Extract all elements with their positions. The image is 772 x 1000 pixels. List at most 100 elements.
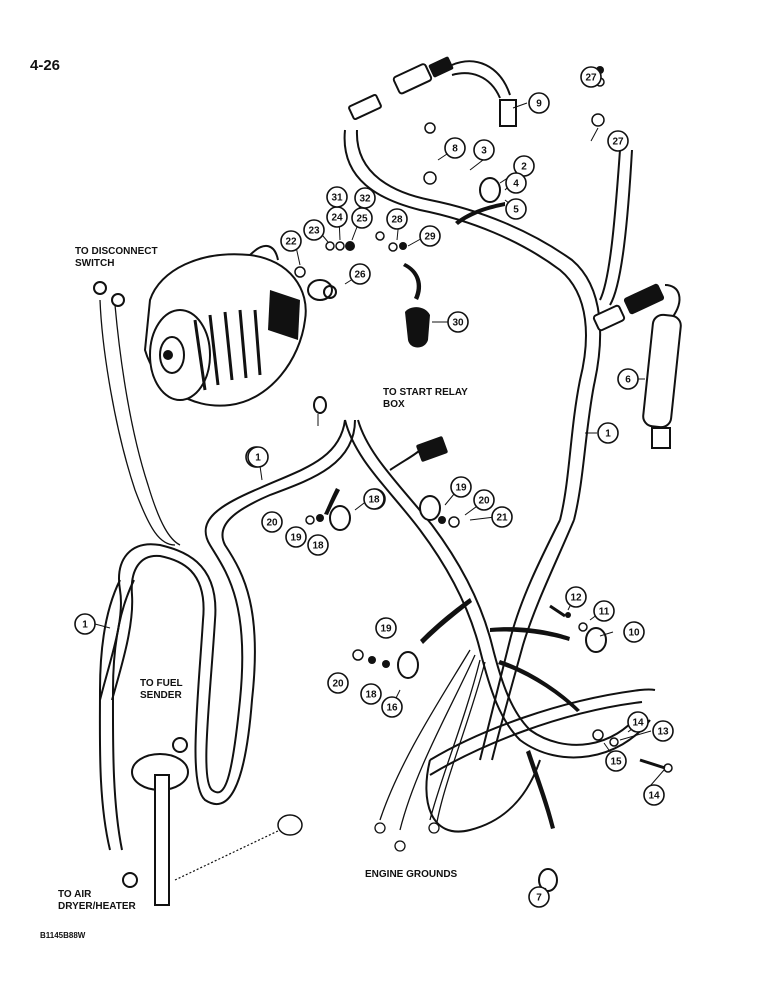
callout-circle: [652, 720, 674, 742]
callout-circle: [597, 422, 619, 444]
callout-circle: [386, 208, 408, 230]
callout-circle: [360, 683, 382, 705]
clamps: [307, 177, 607, 892]
callout-circle: [247, 446, 269, 468]
callouts: 1234567891011121314151617181920212223242…: [74, 66, 674, 908]
callout-circle: [505, 172, 527, 194]
callout-7: 7: [528, 886, 550, 908]
callout-3: 3: [473, 139, 495, 161]
callout-23: 23: [303, 219, 325, 241]
svg-text:TO FUEL: TO FUEL: [140, 678, 183, 689]
svg-text:DRYER/HEATER: DRYER/HEATER: [58, 901, 137, 912]
svg-text:SWITCH: SWITCH: [75, 258, 114, 269]
callout-1: 1: [597, 422, 619, 444]
callout-number: 23: [308, 226, 320, 237]
callout-number: 29: [424, 232, 436, 243]
callout-number: 22: [285, 237, 297, 248]
callout-6: 6: [617, 368, 639, 390]
callout-1: 1: [74, 613, 96, 635]
callout-8: 8: [444, 137, 466, 159]
callout-number: 30: [452, 318, 464, 329]
callout-28: 28: [386, 208, 408, 230]
callout-circle: [327, 672, 349, 694]
callout-number: 9: [536, 99, 542, 110]
alternator: [143, 245, 307, 407]
callout-12: 12: [565, 586, 587, 608]
callout-circle: [605, 750, 627, 772]
callout-26: 26: [349, 263, 371, 285]
callout-circle: [307, 534, 329, 556]
leader-swooshes: [324, 202, 580, 829]
figure-id: B1145B88W: [40, 931, 86, 940]
callout-15: 15: [605, 750, 627, 772]
connector-right: [592, 283, 681, 332]
callout-number: 27: [612, 137, 624, 148]
main-harness: [98, 129, 656, 851]
callout-24: 24: [326, 206, 348, 228]
callout-number: 18: [365, 690, 377, 701]
callout-circle: [326, 186, 348, 208]
callout-circle: [643, 784, 665, 806]
callout-16: 16: [381, 696, 403, 718]
callout-number: 14: [648, 791, 660, 802]
label-disconnect: TO DISCONNECT SWITCH: [75, 246, 158, 269]
callout-30: 30: [447, 311, 469, 333]
callout-number: 5: [513, 205, 519, 216]
callout-circle: [623, 621, 645, 643]
callout-number: 25: [356, 214, 368, 225]
callout-circle: [593, 600, 615, 622]
callout-circle: [419, 225, 441, 247]
callout-circle: [447, 311, 469, 333]
callout-19: 19: [375, 617, 397, 639]
callout-20: 20: [327, 672, 349, 694]
hardware: [93, 66, 673, 773]
callout-number: 6: [625, 375, 631, 386]
callout-13: 13: [652, 720, 674, 742]
callout-20: 20: [261, 511, 283, 533]
callout-number: 3: [481, 146, 487, 157]
callout-circle: [444, 137, 466, 159]
resistor-6: [642, 313, 682, 449]
callout-number: 27: [585, 73, 597, 84]
callout-22: 22: [280, 230, 302, 252]
start-relay-connector: [389, 436, 448, 471]
callout-number: 19: [290, 533, 302, 544]
callout-circle: [363, 488, 385, 510]
callout-circle: [627, 711, 649, 733]
callout-circle: [450, 476, 472, 498]
callout-number: 32: [359, 194, 371, 205]
svg-text:BOX: BOX: [383, 399, 405, 410]
callout-number: 20: [478, 496, 490, 507]
callout-number: 19: [455, 483, 467, 494]
callout-20: 20: [473, 489, 495, 511]
label-air-dryer: TO AIR DRYER/HEATER: [58, 889, 137, 912]
callout-number: 1: [605, 429, 611, 440]
callout-14: 14: [627, 711, 649, 733]
callout-number: 8: [452, 144, 458, 155]
svg-text:TO DISCONNECT: TO DISCONNECT: [75, 246, 158, 257]
callout-number: 21: [496, 513, 508, 524]
callout-number: 26: [354, 270, 366, 281]
callout-18: 18: [363, 488, 385, 510]
callout-18: 18: [307, 534, 329, 556]
callout-27: 27: [607, 130, 629, 152]
callout-number: 1: [255, 453, 261, 464]
callout-19: 19: [450, 476, 472, 498]
callout-circle: [473, 489, 495, 511]
callout-1: 1: [247, 446, 269, 468]
callout-number: 28: [391, 215, 403, 226]
callout-circle: [505, 198, 527, 220]
callout-32: 32: [354, 187, 376, 209]
callout-circle: [528, 92, 550, 114]
callout-number: 10: [628, 628, 640, 639]
callout-circle: [381, 696, 403, 718]
callout-circle: [491, 506, 513, 528]
callout-circle: [349, 263, 371, 285]
fuel-sender: [122, 737, 303, 906]
callout-2: 2: [513, 155, 535, 177]
label-start-relay: TO START RELAY BOX: [383, 387, 468, 410]
callout-circle: [303, 219, 325, 241]
callout-circle: [280, 230, 302, 252]
callout-number: 13: [657, 727, 669, 738]
engine-ground-wires: [374, 649, 486, 852]
